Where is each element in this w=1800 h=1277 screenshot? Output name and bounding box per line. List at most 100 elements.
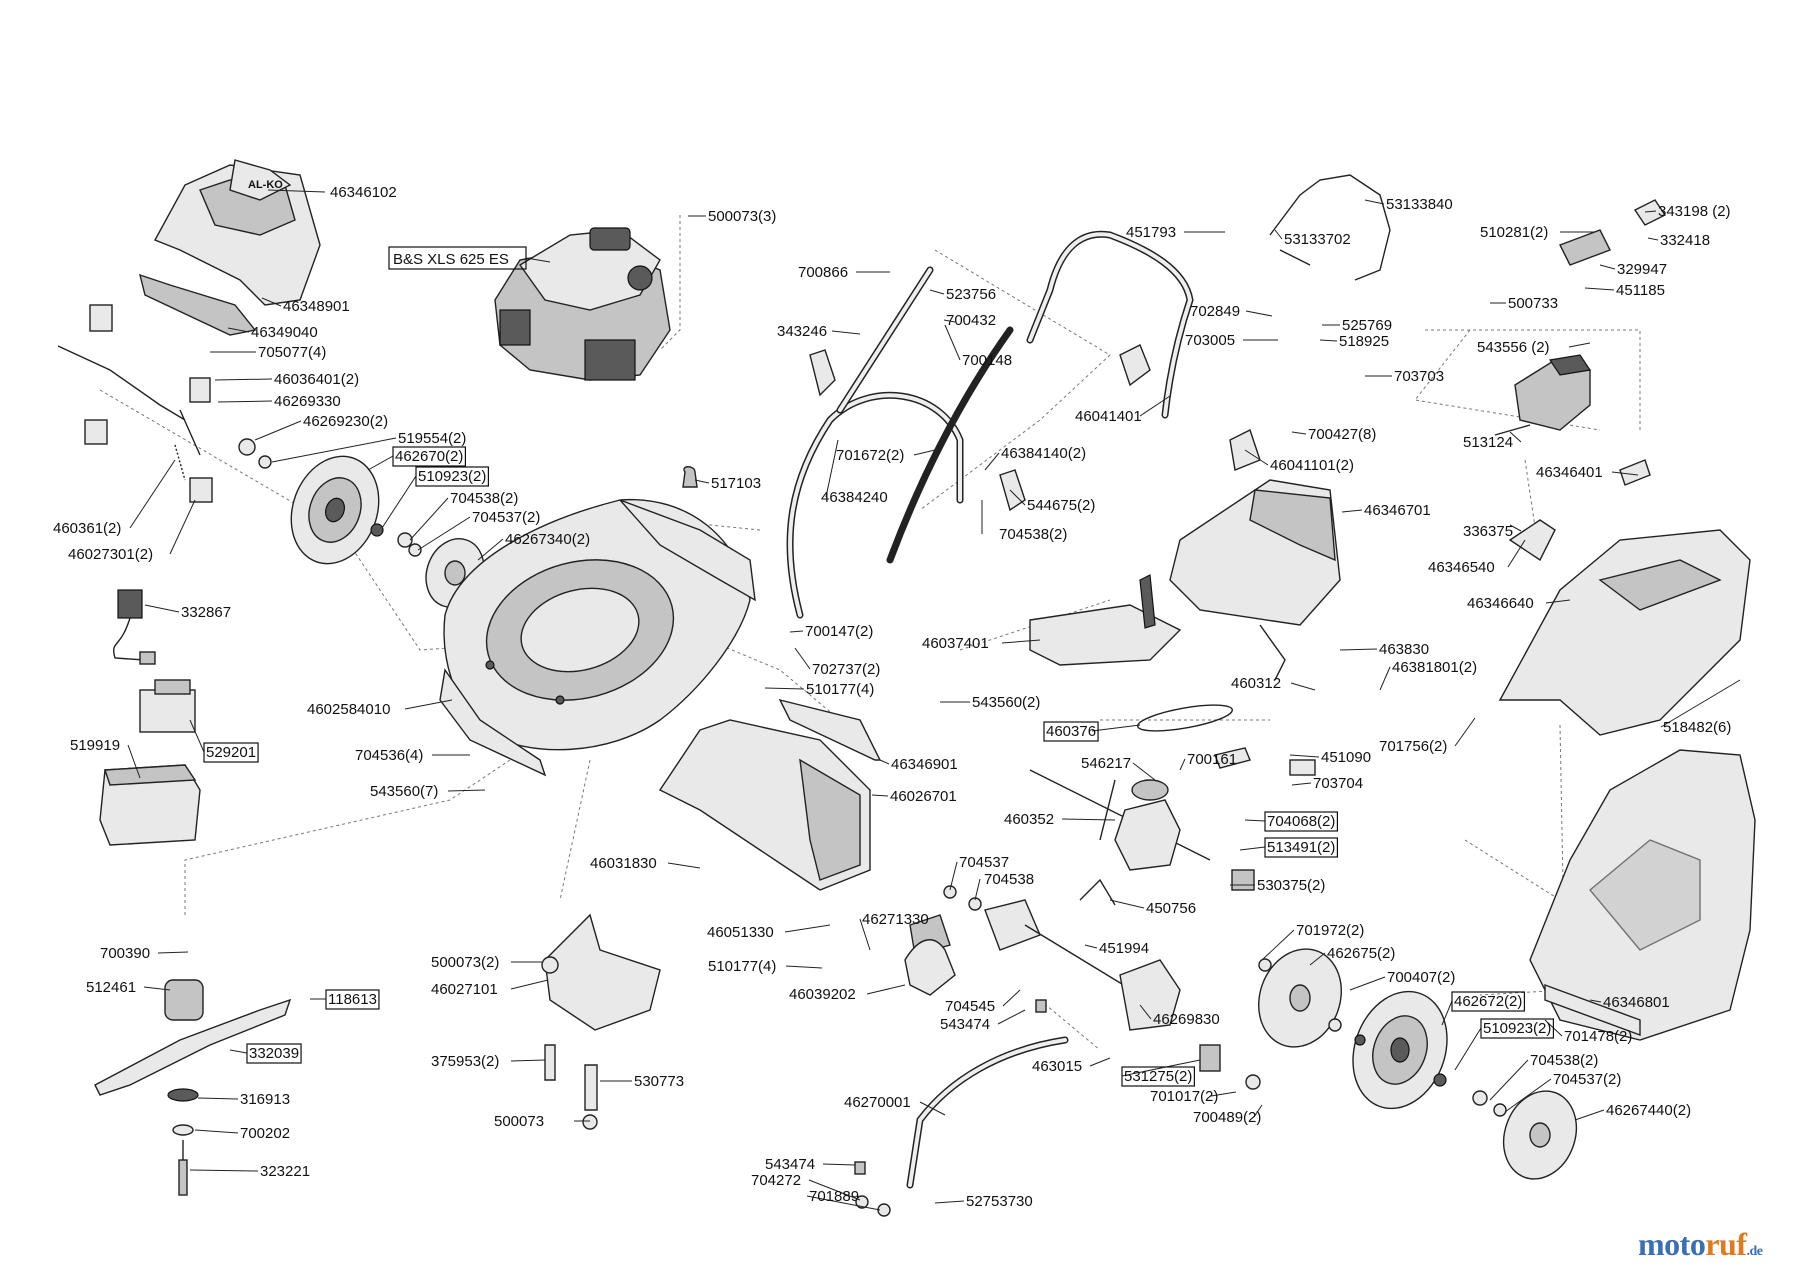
part-number-label: 53133840 [1386,196,1453,213]
leader-line [1309,952,1326,966]
battery-box-part [99,764,201,846]
part-number-label: 701972(2) [1296,922,1364,939]
part-number-label: 530375(2) [1257,877,1325,894]
part-number-label: 700148 [962,352,1012,369]
drive-belt-part [1136,704,1234,732]
part-number-label: 704538(2) [450,490,518,507]
leader-line [1341,509,1363,513]
part-number-label: 518925 [1339,333,1389,350]
grass-box-frame-part [1498,459,1751,736]
leader-line [1349,976,1386,991]
left-small-parts [57,304,422,557]
leader-line [808,1179,861,1201]
part-number-label: 512461 [86,979,136,996]
part-number-label: 510177(4) [806,681,874,698]
part-number-label: 46039202 [789,986,856,1003]
leader-line [1002,989,1021,1007]
part-number-label: 703005 [1185,332,1235,349]
leader-line [1584,287,1615,291]
leader-line [144,604,180,613]
part-number-label: 510923(2) [1483,1020,1551,1037]
part-number-label: 46269230(2) [303,413,388,430]
part-number-label: 704545 [945,998,995,1015]
part-number-label: 451090 [1321,749,1371,766]
engine-model-label: B&S XLS 625 ES [393,251,509,268]
part-number-label: 518482(6) [1663,719,1731,736]
leader-line [879,759,890,765]
part-number-label: 329947 [1617,261,1667,278]
part-number-box [325,989,380,1010]
leader-line [1339,648,1378,651]
part-number-labels: 463461024634890146349040705077(4)4603640… [53,184,1731,1210]
part-number-label: 46346102 [330,184,397,201]
part-number-label: 546217 [1081,755,1131,772]
leader-line [825,439,839,498]
right-rear-wheel-cover-part [1258,948,1342,1048]
leader-line [1261,929,1295,961]
leader-line [1239,846,1266,851]
leader-line [866,984,906,995]
leader-line [1454,1027,1482,1071]
part-number-label: 460352 [1004,811,1054,828]
part-number-label: 543560(7) [370,783,438,800]
part-number-label: 510281(2) [1480,224,1548,241]
part-number-label: 451793 [1126,224,1176,241]
leader-line [1660,679,1741,728]
part-number-label: 46269330 [274,393,341,410]
part-number-label: 332418 [1660,232,1710,249]
part-number-label: 500073(3) [708,208,776,225]
part-number-label: 336375 [1463,523,1513,540]
part-number-label: 46267340(2) [505,531,590,548]
part-number-label: 4602584010 [307,701,390,718]
part-number-label: 704272 [751,1172,801,1189]
leader-line [169,499,196,555]
part-number-label: 700866 [798,264,848,281]
part-number-label: 46346540 [1428,559,1495,576]
part-number-label: 343198 (2) [1658,203,1731,220]
leader-line [1568,342,1591,348]
part-number-label: 46027301(2) [68,546,153,563]
part-number-box [1121,1066,1195,1087]
leader-line [271,437,397,463]
grass-catcher-part [1529,749,1756,1041]
leader-line [871,794,889,797]
part-number-label: 462670(2) [395,448,463,465]
start-switch-part [1494,199,1667,436]
grass-box-lid-part [1029,479,1341,666]
part-number-label: 53133702 [1284,231,1351,248]
part-number-label: 46271330 [862,911,929,928]
part-number-label: 46036401(2) [274,371,359,388]
leader-line [1611,471,1639,476]
part-number-label: 510177(4) [708,958,776,975]
part-number-box [203,742,259,763]
leader-line [381,475,417,529]
part-number-label: 46384140(2) [1001,445,1086,462]
part-number-label: 529201 [206,744,256,761]
deck-housing-part [439,466,756,777]
leader-line [1489,1059,1529,1101]
leader-line [409,497,449,541]
leader-line [1274,229,1283,240]
leader-line [510,1059,546,1062]
part-number-label: 46037401 [922,635,989,652]
part-number-label: 46346901 [891,756,958,773]
part-number-label: 704068(2) [1267,813,1335,830]
part-number-box [1480,1018,1554,1039]
leader-line [859,918,871,951]
leader-line [1091,724,1141,732]
part-number-label: 46051330 [707,924,774,941]
leader-line [194,1129,239,1134]
leader-line [217,400,273,403]
part-number-label: 704538(2) [999,526,1067,543]
leader-line [227,327,250,333]
leader-line [1454,717,1476,747]
part-number-label: 46348901 [283,298,350,315]
leader-line [404,699,453,710]
part-number-label: 46041401 [1075,408,1142,425]
upper-handle-part [1026,174,1391,471]
part-number-box [415,466,489,487]
leader-line [1509,431,1522,443]
leader-line [1364,199,1385,205]
part-number-label: 704537(2) [1553,1071,1621,1088]
leader-line [1509,524,1522,532]
